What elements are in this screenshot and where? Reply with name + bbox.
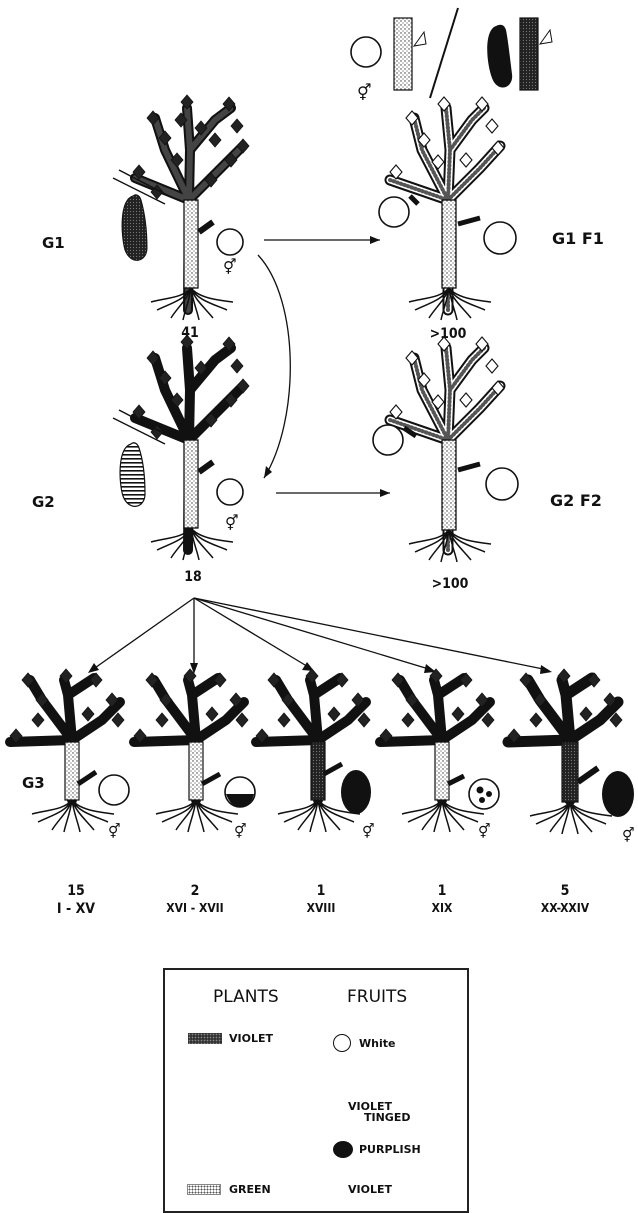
label-g2: G2 — [32, 493, 55, 511]
count-g2: 18 — [148, 569, 238, 585]
count-g3-a: 15 — [31, 883, 121, 899]
plant-g2: ⚥ — [113, 335, 249, 560]
range-g3-b: XVI - XVII — [150, 901, 240, 915]
legend: PLANTS FRUITS VIOLET White VIOLET TINGED… — [163, 968, 469, 1213]
inset-divider — [430, 8, 458, 98]
plant-g3-b: ⚥ — [134, 669, 255, 840]
count-g3-b: 2 — [150, 883, 240, 899]
inset-violet-fruit — [487, 25, 512, 88]
svg-text:⚥: ⚥ — [622, 827, 635, 844]
legend-green-swatch — [187, 1184, 221, 1195]
plant-g3-a: ⚥ — [10, 669, 129, 840]
inset-violet-stem — [520, 18, 538, 90]
label-g1: G1 — [42, 234, 65, 252]
range-g3-a: I - XV — [31, 901, 121, 917]
inset-female-symbol: ⚥ — [357, 83, 371, 102]
count-g1f1: >100 — [403, 326, 493, 342]
svg-text:⚥: ⚥ — [478, 823, 491, 840]
legend-fruit-white: White — [359, 1038, 395, 1050]
legend-plant-green: GREEN — [229, 1184, 271, 1196]
plant-g3-d: ⚥ — [380, 669, 499, 840]
count-g1: 41 — [145, 325, 235, 341]
svg-text:⚥: ⚥ — [234, 823, 247, 840]
label-g1f1: G1 F1 — [552, 229, 604, 248]
plant-g3-c: ⚥ — [256, 669, 375, 840]
count-g3-c: 1 — [276, 883, 366, 899]
plant-g1: ⚥ — [113, 95, 249, 320]
range-g3-c: XVIII — [276, 901, 366, 915]
count-g3-e: 5 — [520, 883, 610, 899]
plant-g1f1 — [379, 97, 516, 320]
plant-g2f2 — [373, 337, 518, 562]
arrow-g1-to-f1 — [264, 236, 380, 244]
legend-fruits-header: FRUITS — [347, 987, 407, 1007]
plant-g3-e: ⚥ — [508, 669, 635, 844]
arrow-g2-to-f2 — [276, 489, 390, 497]
legend-fruit-violet-tinged-2: TINGED — [364, 1112, 410, 1124]
svg-text:⚥: ⚥ — [108, 823, 121, 840]
arrowheads-g3 — [88, 662, 552, 674]
legend-white-fruit-icon — [333, 1034, 351, 1052]
arrows-g2-to-g3 — [92, 598, 548, 670]
legend-violet-swatch — [188, 1033, 222, 1044]
svg-text:⚥: ⚥ — [362, 823, 375, 840]
legend-fruit-purplish: PURPLISH — [359, 1144, 421, 1156]
range-g3-e: XX-XXIV — [520, 901, 610, 915]
inset-comparison: ⚥ — [351, 8, 552, 102]
legend-plant-violet: VIOLET — [229, 1033, 273, 1045]
inset-green-stem — [394, 18, 412, 90]
range-g3-d: XIX — [397, 901, 487, 915]
label-g2f2: G2 F2 — [550, 491, 602, 510]
count-g2f2: >100 — [405, 576, 495, 592]
arrow-g1-to-g2 — [258, 255, 290, 478]
svg-text:⚥: ⚥ — [225, 514, 239, 532]
legend-plants-header: PLANTS — [213, 987, 279, 1007]
legend-fruit-violet: VIOLET — [348, 1184, 392, 1196]
count-g3-d: 1 — [397, 883, 487, 899]
legend-purplish-fruit-icon — [333, 1141, 353, 1158]
label-g3: G3 — [22, 774, 45, 792]
inset-white-fruit — [351, 37, 381, 67]
svg-text:⚥: ⚥ — [223, 258, 237, 276]
